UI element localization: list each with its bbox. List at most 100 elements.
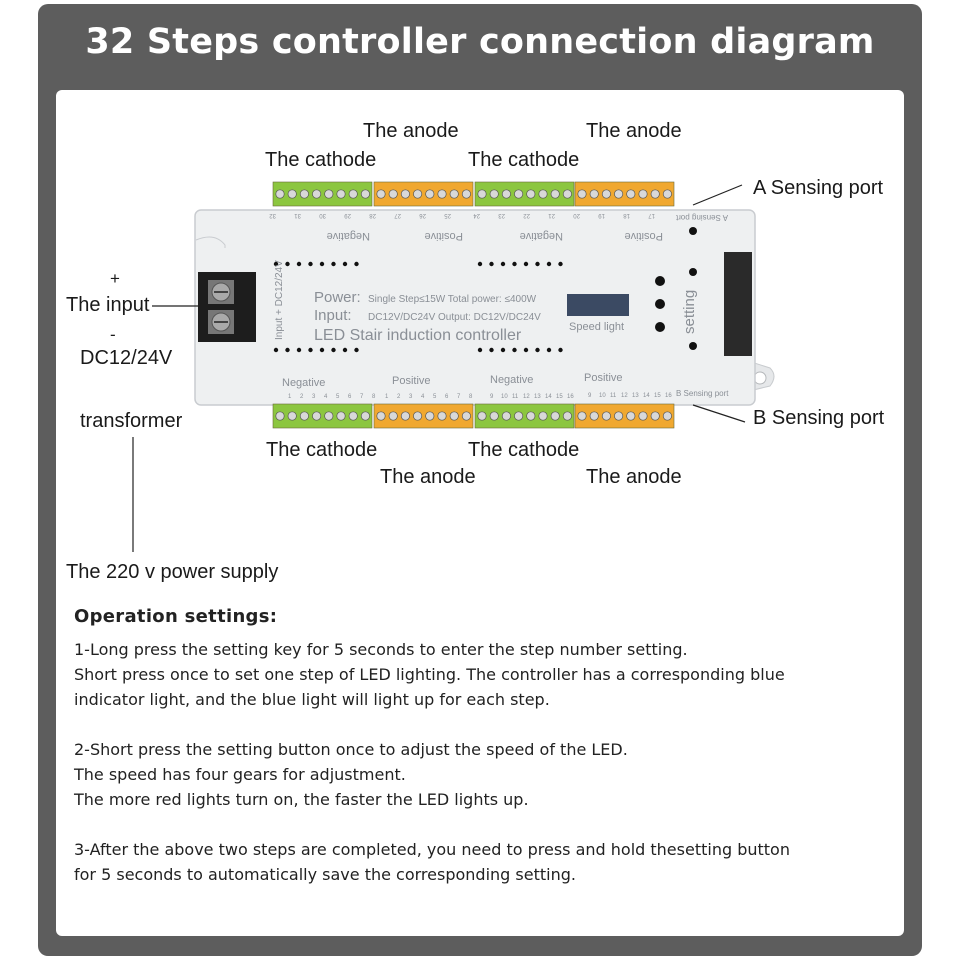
- pin-number: 23: [498, 212, 505, 218]
- terminal-screw: [324, 189, 334, 199]
- pin-number: 22: [523, 212, 530, 218]
- pin-number: 4: [324, 394, 328, 400]
- terminal-screw: [538, 411, 548, 421]
- terminal-screw: [275, 411, 285, 421]
- pin-number: 12: [523, 394, 530, 400]
- label-anode-bottom-right: The anode: [586, 466, 682, 488]
- b-port-leader: [692, 404, 746, 423]
- pin-number: 30: [319, 212, 326, 218]
- pin-number: 5: [336, 394, 340, 400]
- bottom-terminal-block: [474, 403, 575, 429]
- operation-line: 2-Short press the setting button once to…: [74, 740, 628, 759]
- pin-number: 11: [610, 393, 617, 399]
- a-port-dot: [689, 227, 697, 235]
- terminal-screw: [577, 189, 587, 199]
- pin-number: 27: [394, 212, 401, 218]
- led-dot: [285, 261, 290, 267]
- terminal-screw: [526, 189, 536, 199]
- led-dot: [308, 261, 313, 267]
- label-b-sensing-port: B Sensing port: [753, 407, 885, 429]
- pin-number: 28: [369, 212, 376, 218]
- terminal-screw: [614, 189, 624, 199]
- sensor-block: [724, 252, 752, 356]
- bottom-terminal-block: [272, 403, 373, 429]
- terminal-screw: [650, 189, 660, 199]
- led-dot: [296, 347, 302, 353]
- terminal-screw: [489, 411, 499, 421]
- pin-number: 16: [567, 394, 574, 400]
- speed-light-display: [567, 294, 629, 316]
- label-dc-voltage: DC12/24V: [80, 347, 173, 369]
- terminal-screw: [299, 189, 309, 199]
- terminal-screw: [650, 411, 660, 421]
- terminal-screw: [336, 189, 346, 199]
- terminal-screw: [400, 189, 410, 199]
- terminal-screw: [550, 189, 560, 199]
- pin-number: 1: [385, 394, 389, 400]
- label-anode-top-left: The anode: [363, 120, 459, 142]
- pin-number: 19: [598, 212, 605, 218]
- led-dot: [500, 347, 506, 353]
- top-terminal-block: [474, 181, 575, 207]
- terminal-screw: [514, 411, 524, 421]
- terminal-screw: [550, 411, 560, 421]
- led-dot: [523, 261, 529, 267]
- terminal-screw: [348, 189, 358, 199]
- pin-number: 3: [312, 394, 316, 400]
- led-dot: [308, 347, 313, 353]
- pin-number: 10: [599, 393, 606, 399]
- terminal-screw: [526, 411, 536, 421]
- setting-button-led: [655, 322, 665, 332]
- terminal-screw: [601, 189, 611, 199]
- led-dot: [273, 347, 279, 353]
- led-dot: [342, 261, 348, 267]
- led-dot: [512, 261, 517, 267]
- operation-line: indicator light, and the blue light will…: [74, 690, 550, 709]
- terminal-screw: [437, 189, 447, 199]
- label-cathode-top-left: The cathode: [265, 149, 377, 171]
- pin-number: 20: [573, 212, 580, 218]
- pin-number: 6: [445, 394, 449, 400]
- pin-number: 15: [654, 393, 661, 399]
- terminal-screw: [489, 189, 499, 199]
- pin-number: 7: [457, 394, 461, 400]
- pin-number: 8: [469, 394, 473, 400]
- label-minus: -: [110, 325, 116, 344]
- input-side-label: Input + DC12/24V: [274, 260, 285, 340]
- negative-top-left: Negative: [327, 230, 370, 242]
- terminal-screw: [562, 411, 572, 421]
- bottom-terminal-block: [373, 403, 474, 429]
- top-terminal-block: [272, 181, 373, 207]
- led-dot: [535, 347, 540, 353]
- pin-number: 5: [433, 394, 437, 400]
- setting-label: setting: [681, 290, 698, 334]
- pin-number: 21: [548, 212, 555, 218]
- terminal-screw: [348, 411, 358, 421]
- terminal-screw: [638, 189, 648, 199]
- led-dot: [523, 347, 529, 353]
- terminal-screw: [388, 411, 398, 421]
- led-dot: [477, 261, 483, 267]
- terminal-screw: [589, 189, 599, 199]
- positive-top-right: Positive: [624, 230, 663, 242]
- led-dot: [331, 261, 336, 267]
- pin-number: 14: [643, 393, 650, 399]
- operation-heading: Operation settings:: [74, 606, 278, 627]
- led-dot: [354, 261, 359, 267]
- pin-number: 3: [409, 394, 413, 400]
- led-dot: [477, 347, 483, 353]
- negative-top-right: Negative: [520, 230, 563, 242]
- pin-number: 13: [534, 394, 541, 400]
- operation-line: The more red lights turn on, the faster …: [74, 790, 529, 809]
- bottom-terminal-blocks: [272, 403, 675, 429]
- pin-number: 18: [623, 212, 630, 218]
- label-a-sensing-port: A Sensing port: [753, 177, 884, 199]
- pin-number: 6: [348, 394, 352, 400]
- terminal-screw: [562, 189, 572, 199]
- pin-number: 9: [588, 393, 592, 399]
- terminal-screw: [477, 189, 487, 199]
- setting-button-led: [655, 276, 665, 286]
